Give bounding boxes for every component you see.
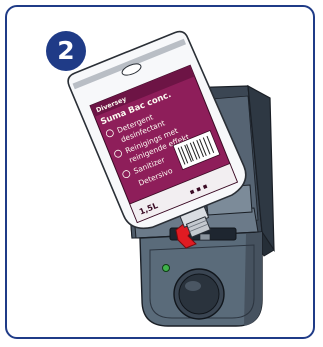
step-number-badge: 2	[46, 31, 86, 71]
green-indicator-light-icon	[163, 265, 170, 272]
push-button-icon	[174, 269, 224, 319]
